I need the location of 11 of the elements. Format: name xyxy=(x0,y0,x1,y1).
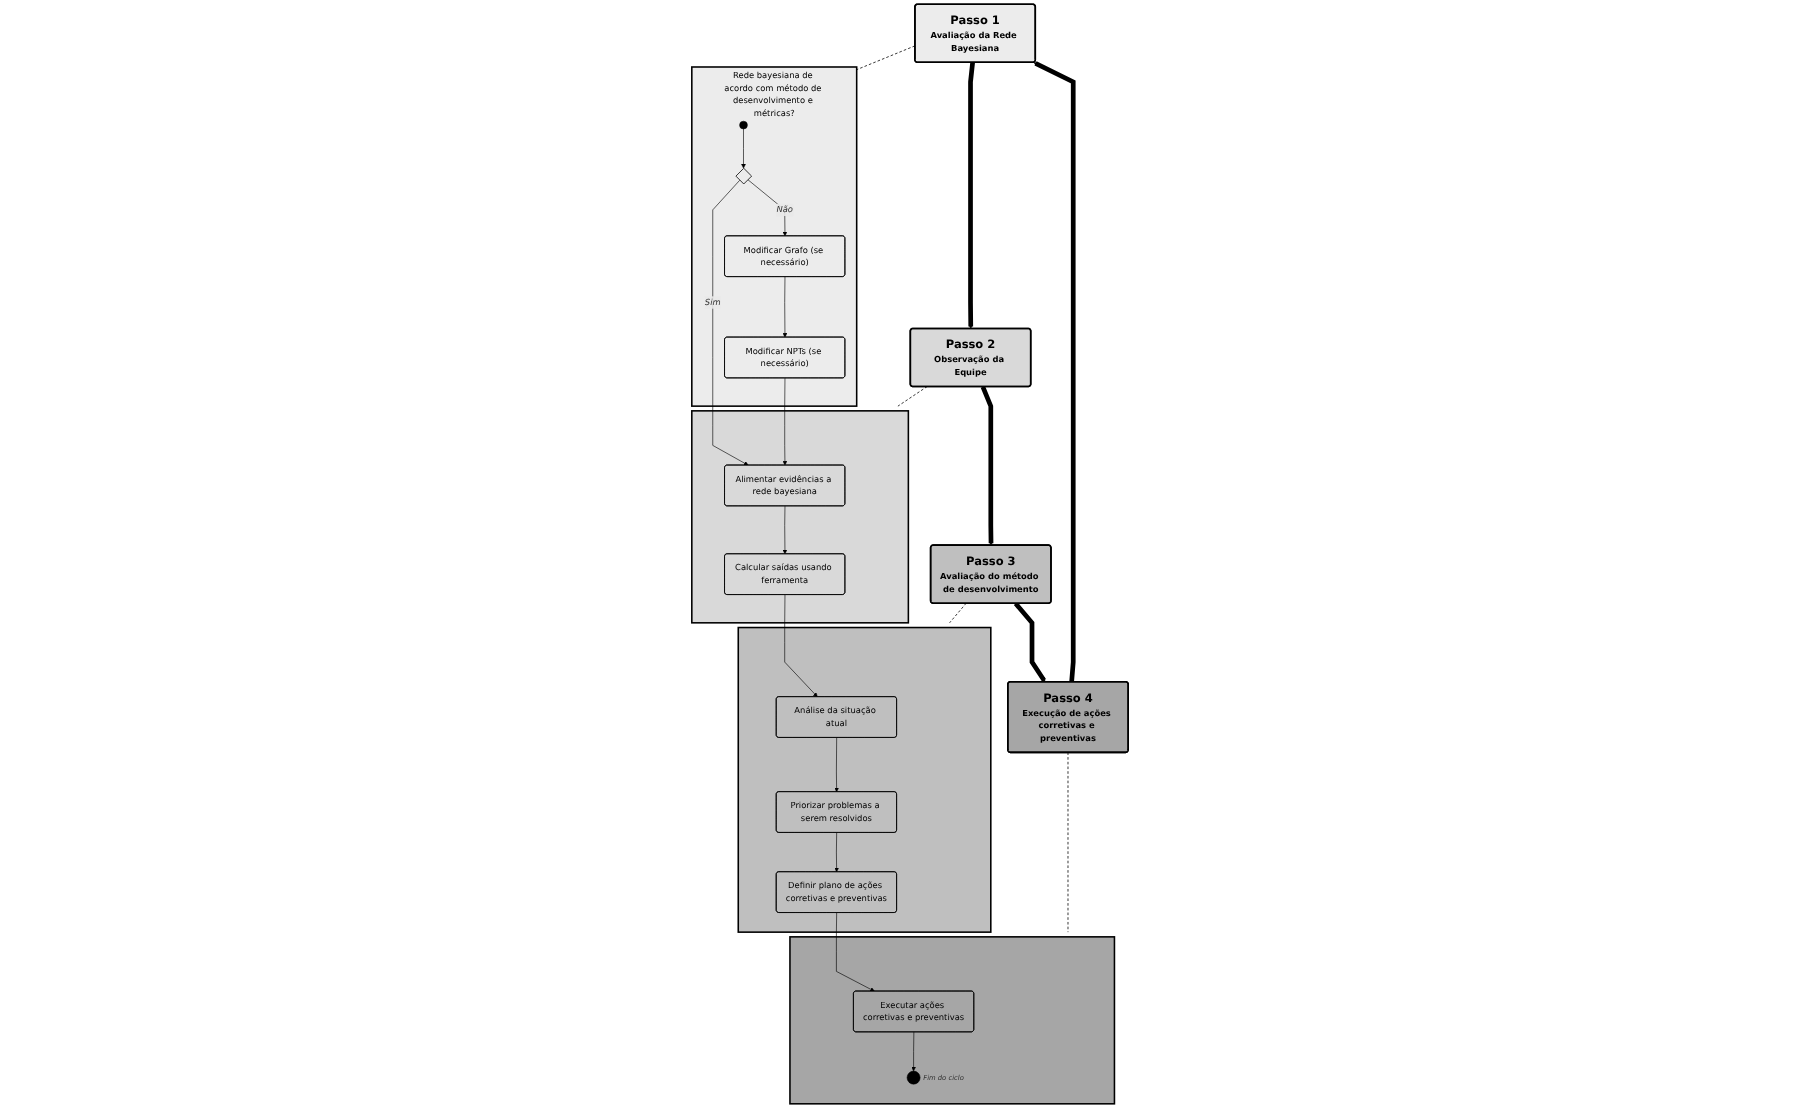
arrow xyxy=(1013,601,1046,683)
node-circle xyxy=(739,120,748,130)
cluster xyxy=(737,626,992,933)
arrow xyxy=(968,62,975,329)
cluster xyxy=(691,410,910,624)
connector xyxy=(856,45,916,71)
arrow xyxy=(1033,61,1076,683)
arrow xyxy=(980,385,994,546)
node-diamond xyxy=(735,167,752,185)
connector xyxy=(949,602,967,624)
cluster xyxy=(789,936,1116,1105)
